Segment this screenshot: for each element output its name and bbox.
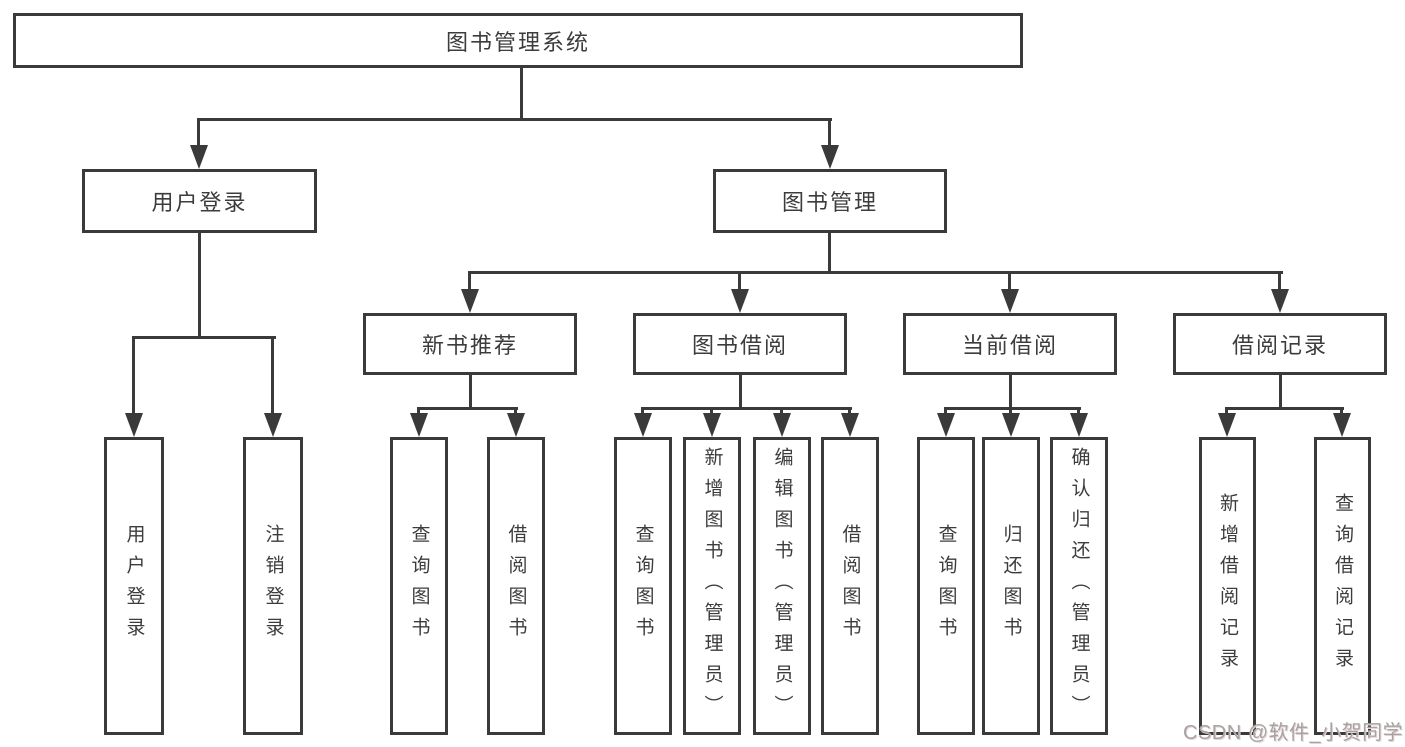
leaf-borrow-books-1: 借阅图书: [487, 437, 545, 735]
node-borrow-records: 借阅记录: [1173, 313, 1387, 375]
arrow-down-to-new-recommend: [461, 271, 479, 313]
connector-mgmt-trunk: [828, 233, 831, 274]
arrow-down-to-book-mgmt: [821, 118, 839, 169]
arrow-down-to-leaf-confirm: [1070, 407, 1088, 437]
arrow-down-to-leaf-query1: [410, 407, 428, 437]
node-current-borrow: 当前借阅: [903, 313, 1117, 375]
leaf-query-books-3-label: 查询图书: [935, 524, 957, 648]
leaf-query-books-1-label: 查询图书: [408, 524, 430, 648]
arrow-down-to-leaf-borrow1: [507, 407, 525, 437]
arrow-down-to-leaf-logout: [264, 336, 282, 437]
node-user-login-label: 用户登录: [151, 190, 248, 215]
csdn-watermark: CSDN @软件_小贺同学: [1183, 722, 1404, 744]
leaf-borrow-books-2-label: 借阅图书: [839, 524, 861, 648]
connector-records-bar: [1226, 407, 1344, 410]
leaf-query-borrow-record-label: 查询借阅记录: [1332, 493, 1353, 679]
connector-recommend-trunk: [469, 375, 472, 410]
node-root-label: 图书管理系统: [445, 29, 590, 55]
connector-recommend-bar: [418, 407, 518, 410]
leaf-user-login: 用户登录: [104, 437, 164, 735]
leaf-query-borrow-record: 查询借阅记录: [1314, 437, 1371, 735]
leaf-confirm-return-admin-label: 确认归还（管理员）: [1068, 446, 1090, 726]
leaf-logout-label: 注销登录: [262, 524, 284, 648]
arrow-down-to-borrow-records: [1271, 271, 1289, 313]
arrow-down-to-leaf-query3: [937, 407, 955, 437]
leaf-query-books-1: 查询图书: [390, 437, 448, 735]
node-current-borrow-label: 当前借阅: [961, 333, 1058, 358]
arrow-down-to-leaf-login: [125, 336, 143, 437]
leaf-edit-book-admin: 编辑图书（管理员）: [753, 437, 811, 735]
arrow-down-to-book-borrow: [731, 271, 749, 313]
connector-records-trunk: [1279, 375, 1282, 410]
connector-current-bar: [945, 407, 1081, 410]
connector-borrow-bar: [642, 407, 852, 410]
leaf-add-borrow-record: 新增借阅记录: [1199, 437, 1256, 735]
leaf-return-book: 归还图书: [982, 437, 1040, 735]
arrow-down-to-leaf-borrow2: [841, 407, 859, 437]
leaf-add-book-admin-label: 新增图书（管理员）: [701, 446, 723, 726]
node-book-mgmt: 图书管理: [713, 169, 947, 233]
node-book-borrow-label: 图书借阅: [691, 333, 788, 358]
node-root: 图书管理系统: [13, 13, 1023, 68]
arrow-down-to-leaf-query-record: [1333, 407, 1351, 437]
arrow-down-to-leaf-edit-book: [773, 407, 791, 437]
connector-level3-bar: [469, 271, 1283, 274]
arrow-down-to-current-borrow: [1001, 271, 1019, 313]
connector-root-trunk: [520, 68, 523, 120]
arrow-down-to-leaf-add-record: [1218, 407, 1236, 437]
connector-borrow-trunk: [739, 375, 742, 410]
arrow-down-to-leaf-add-book: [703, 407, 721, 437]
leaf-borrow-books-2: 借阅图书: [821, 437, 879, 735]
leaf-logout: 注销登录: [243, 437, 303, 735]
node-new-book-recommend-label: 新书推荐: [421, 333, 518, 358]
leaf-edit-book-admin-label: 编辑图书（管理员）: [771, 446, 793, 726]
leaf-user-login-label: 用户登录: [123, 524, 145, 648]
arrow-down-to-user-login: [190, 118, 208, 169]
leaf-query-books-2: 查询图书: [614, 437, 672, 735]
leaf-query-books-3: 查询图书: [917, 437, 975, 735]
leaf-confirm-return-admin: 确认归还（管理员）: [1050, 437, 1108, 735]
connector-login-trunk: [198, 233, 201, 338]
node-borrow-records-label: 借阅记录: [1231, 333, 1328, 358]
node-book-mgmt-label: 图书管理: [781, 190, 878, 215]
leaf-borrow-books-1-label: 借阅图书: [505, 524, 527, 648]
connector-login-bar: [133, 336, 276, 339]
connector-root-bar: [198, 118, 832, 121]
leaf-add-borrow-record-label: 新增借阅记录: [1217, 493, 1238, 679]
arrow-down-to-leaf-return: [1002, 407, 1020, 437]
leaf-add-book-admin: 新增图书（管理员）: [683, 437, 741, 735]
leaf-return-book-label: 归还图书: [1000, 524, 1022, 648]
connector-current-trunk: [1009, 375, 1012, 410]
node-new-book-recommend: 新书推荐: [363, 313, 577, 375]
node-user-login: 用户登录: [82, 169, 317, 233]
node-book-borrow: 图书借阅: [633, 313, 847, 375]
arrow-down-to-leaf-query2: [634, 407, 652, 437]
leaf-query-books-2-label: 查询图书: [632, 524, 654, 648]
